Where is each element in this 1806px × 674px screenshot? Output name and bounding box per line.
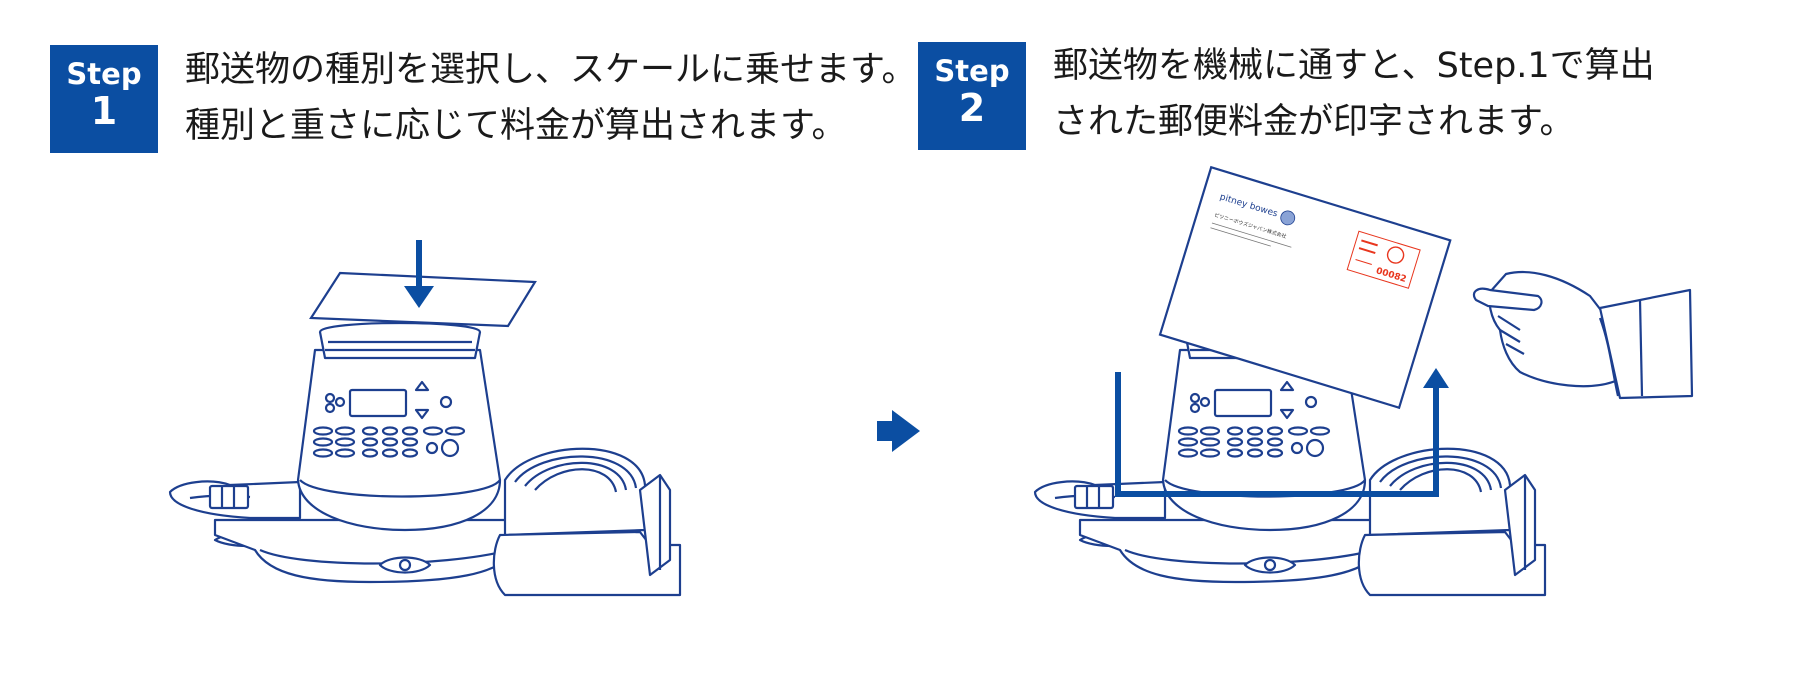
step2-caption-line2: された郵便料金が印字されます。: [1053, 102, 1575, 142]
envelope: pitney bowes ピツニーボウズジャパン株式会社 00082: [1158, 165, 1452, 410]
step1-badge: Step 1: [50, 45, 158, 153]
step2-caption-line1: 郵送物を機械に通すと、Step.1で算出: [1053, 46, 1655, 86]
brand-logo-icon: [1280, 210, 1296, 226]
arrow-down-icon: [404, 240, 434, 308]
step1-caption: 郵送物の種別を選択し、スケールに乗せます。 種別と重さに応じて料金が算出されます…: [185, 42, 917, 154]
arrow-right-icon: [877, 410, 920, 452]
step2-caption: 郵送物を機械に通すと、Step.1で算出 された郵便料金が印字されます。: [1053, 38, 1655, 150]
step1-illustration: [168, 240, 682, 597]
step2-illustration: pitney bowes ピツニーボウズジャパン株式会社 00082: [1033, 165, 1694, 597]
arrow-up-icon: [1423, 368, 1449, 388]
step2-badge-number: 2: [958, 86, 986, 130]
step2-badge: Step 2: [918, 42, 1026, 150]
step1-caption-line1: 郵送物の種別を選択し、スケールに乗せます。: [185, 50, 917, 90]
feed-path: [1115, 372, 1439, 497]
step1-badge-word: Step: [66, 57, 142, 91]
hand: [1472, 270, 1694, 400]
step1-badge-number: 1: [90, 89, 118, 133]
step2-badge-word: Step: [934, 54, 1010, 88]
step1-caption-line2: 種別と重さに応じて料金が算出されます。: [185, 106, 847, 146]
